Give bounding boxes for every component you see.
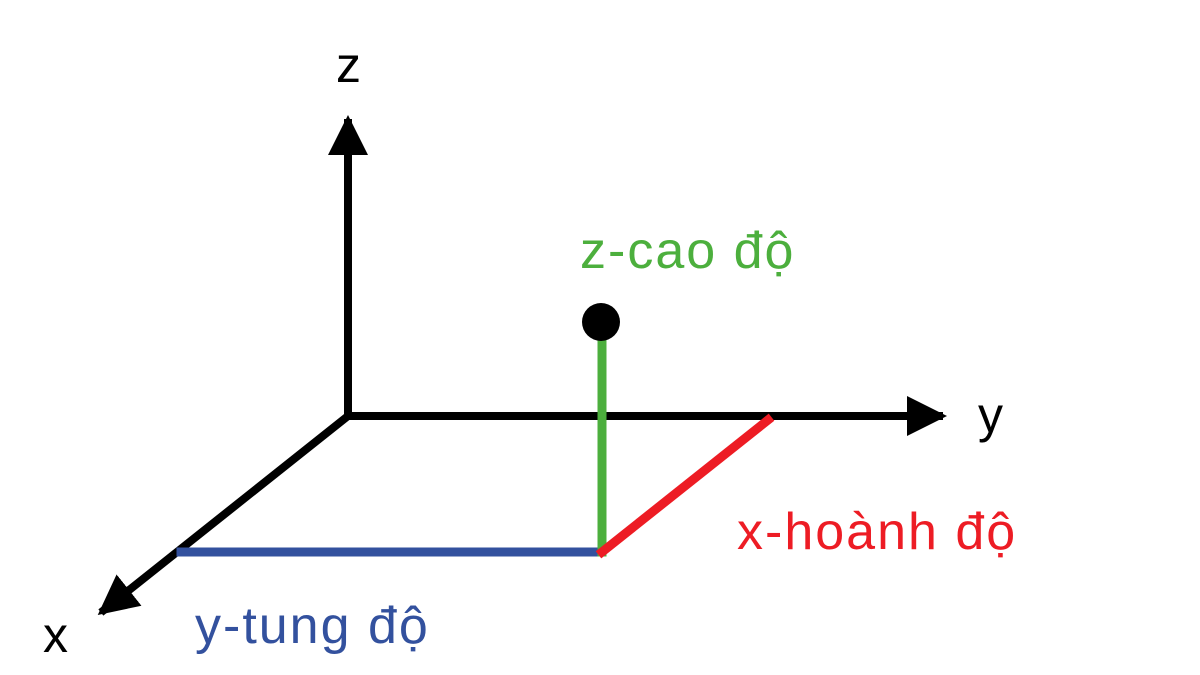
point-marker <box>582 303 620 341</box>
z-axis-label: z <box>336 37 362 93</box>
x-axis-line <box>97 410 354 616</box>
x-coordinate-segment <box>595 413 775 559</box>
x-axis-label: x <box>43 607 69 663</box>
y-axis-label: y <box>978 387 1004 443</box>
x-annotation-label: x-hoành độ <box>737 503 1017 561</box>
z-annotation-label: z-cao độ <box>580 222 795 280</box>
y-annotation-label: y-tung độ <box>195 597 430 655</box>
